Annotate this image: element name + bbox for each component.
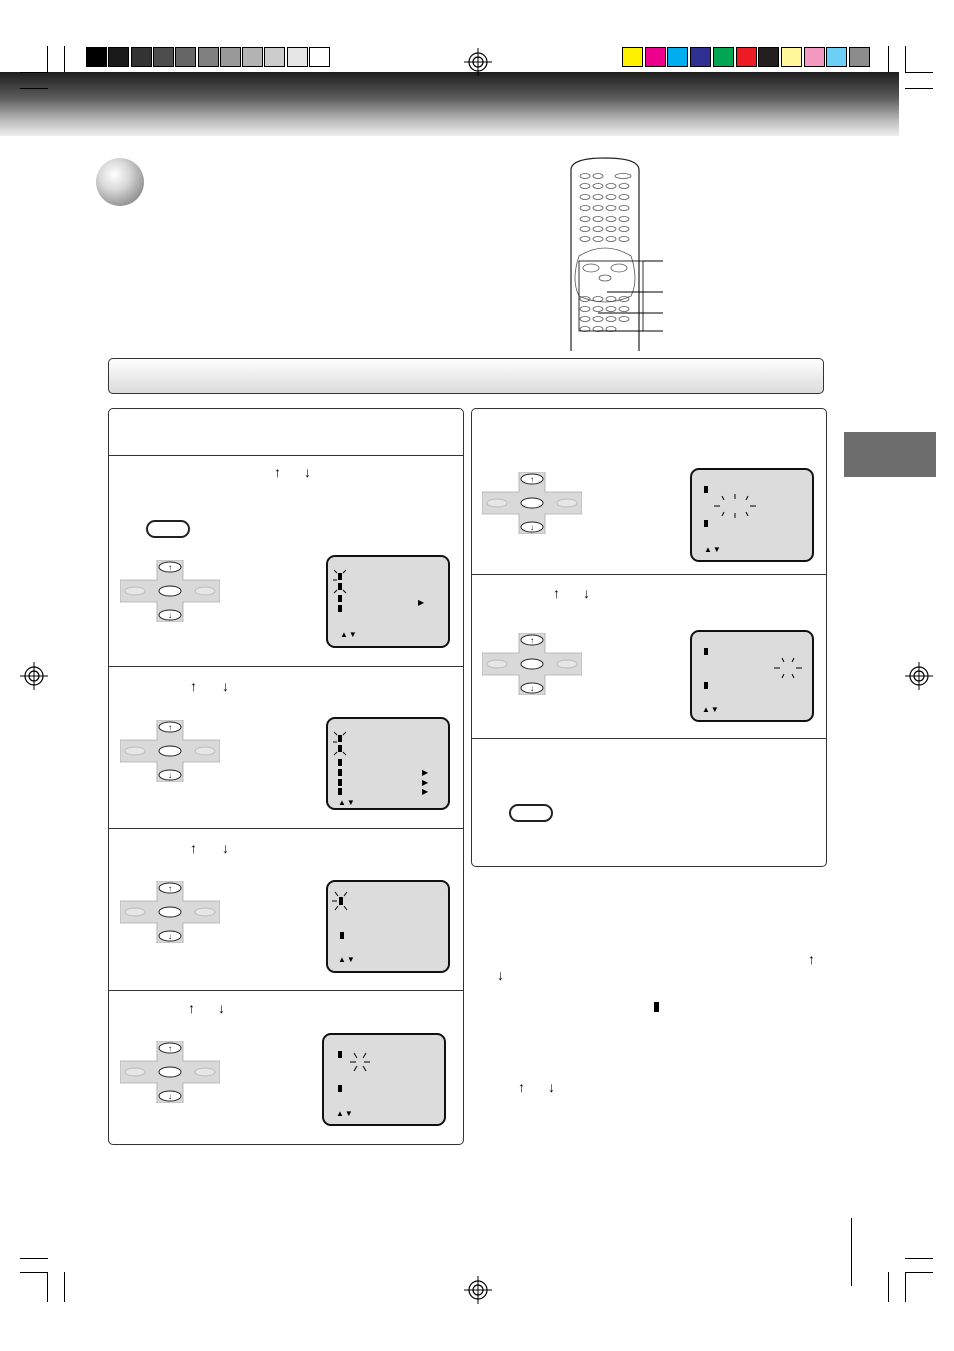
color-swatch [644,47,666,67]
section-banner [108,358,824,394]
updown-hint-icon: ▲▼ [704,545,722,554]
right-triangle-icon: ▶ [422,787,429,796]
right-triangle-icon: ▶ [422,778,429,787]
grayscale-swatch [264,47,286,67]
tv-screen-menu: ▶ ▲▼ [326,555,450,648]
up-arrow-icon: ↑ [188,1000,195,1016]
updown-hint-icon: ▲▼ [338,798,356,807]
step-divider [471,574,827,575]
grayscale-swatch [242,47,264,67]
direction-pad-icon: ↑ ↓ [120,881,220,943]
tv-screen-menu: ▲▼ [690,468,814,562]
tv-screen-menu: ▲▼ [326,880,450,973]
color-swatch [780,47,802,67]
color-swatch [803,47,825,67]
svg-text:↑: ↑ [168,563,172,572]
color-swatch [712,47,734,67]
up-arrow-icon: ↑ [190,678,197,694]
color-swatch [758,47,780,67]
down-arrow-icon: ↓ [304,464,311,480]
step-divider [471,738,827,739]
updown-hint-icon: ▲▼ [340,630,358,639]
updown-hint-icon: ▲▼ [338,955,356,964]
color-swatch [622,47,643,67]
direction-pad-icon: ↑ ↓ [482,633,582,695]
svg-text:↓: ↓ [168,771,172,780]
down-arrow-icon: ↓ [222,678,229,694]
grayscale-swatch [219,47,241,67]
color-swatch [690,47,712,67]
updown-hint-icon: ▲▼ [702,705,720,714]
grayscale-swatch [286,47,308,67]
up-arrow-icon: ↑ [274,464,281,480]
tv-screen-menu: ▲▼ [690,630,814,722]
color-swatch [735,47,757,67]
grayscale-swatch [108,47,130,67]
grayscale-swatch [309,47,330,67]
direction-pad-icon: ↑ ↓ [482,472,582,534]
blinking-cursor-icon [714,494,756,518]
color-swatch [667,47,689,67]
blinking-cursor-icon [332,891,348,911]
up-arrow-icon: ↑ [808,951,815,967]
svg-text:↓: ↓ [168,932,172,941]
up-arrow-icon: ↑ [518,1079,525,1095]
chapter-side-tab [844,432,936,477]
registration-mark-icon [905,662,933,690]
step-divider [108,828,464,829]
grayscale-swatch [175,47,197,67]
right-steps-panel [471,408,827,867]
svg-text:↑: ↑ [168,723,172,732]
grayscale-swatch [152,47,174,67]
section-bullet-icon [96,158,144,206]
direction-pad-icon: ↑ ↓ [120,720,220,782]
cursor-bar-icon [654,1002,659,1012]
left-steps-panel [108,408,464,1145]
step-divider [108,455,464,456]
direction-pad-icon: ↑ ↓ [120,1041,220,1103]
blinking-cursor-icon [333,731,347,756]
grayscale-swatch [197,47,219,67]
up-arrow-icon: ↑ [553,585,560,601]
registration-mark-icon [464,48,492,76]
blinking-cursor-icon [333,569,347,594]
svg-text:↑: ↑ [168,884,172,893]
right-triangle-icon: ▶ [418,598,425,607]
header-band [0,72,899,136]
down-arrow-icon: ↓ [548,1079,555,1095]
registration-mark-icon [20,662,48,690]
direction-pad-icon: ↑ ↓ [120,560,220,622]
setup-button-icon [509,804,553,822]
setup-button-icon [146,520,190,538]
right-triangle-icon: ▶ [422,768,429,777]
tv-screen-menu: ▲▼ [322,1033,446,1126]
remote-control-icon [570,157,663,351]
svg-text:↓: ↓ [168,1092,172,1101]
color-swatch [826,47,848,67]
color-swatch [849,47,870,67]
down-arrow-icon: ↓ [218,1000,225,1016]
up-arrow-icon: ↑ [190,840,197,856]
registration-mark-icon [464,1276,492,1304]
grayscale-swatch [130,47,152,67]
down-arrow-icon: ↓ [583,585,590,601]
svg-text:↑: ↑ [530,475,534,484]
svg-text:↓: ↓ [530,523,534,532]
blinking-cursor-icon [350,1052,370,1072]
tv-screen-menu: ▶ ▶ ▶ ▲▼ [326,717,450,810]
svg-text:↓: ↓ [168,611,172,620]
svg-text:↑: ↑ [168,1044,172,1053]
step-divider [108,990,464,991]
step-divider [108,666,464,667]
down-arrow-icon: ↓ [497,967,504,983]
svg-text:↓: ↓ [530,684,534,693]
grayscale-swatch [86,47,107,67]
blinking-cursor-icon [774,657,802,679]
updown-hint-icon: ▲▼ [336,1109,354,1118]
down-arrow-icon: ↓ [222,840,229,856]
svg-text:↑: ↑ [530,636,534,645]
